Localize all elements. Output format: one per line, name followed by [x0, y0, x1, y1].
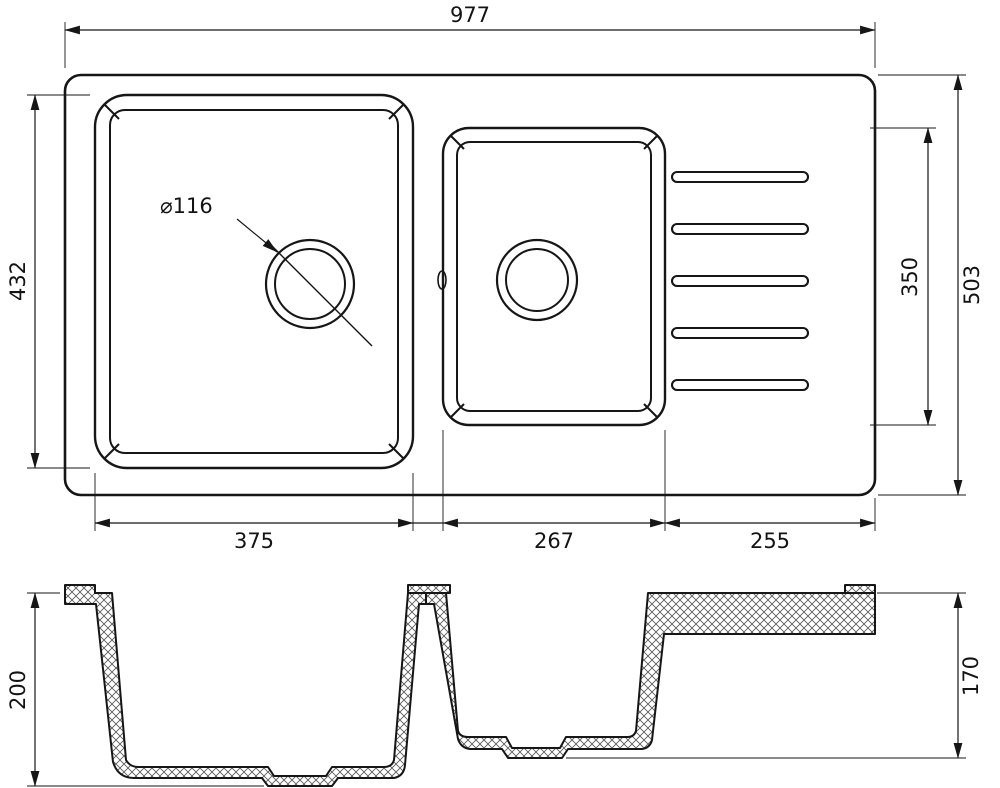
right-bowl	[441, 126, 667, 427]
dim-left-bowl-width: 375	[234, 529, 274, 553]
corner-tick	[643, 403, 658, 418]
corner-tick	[643, 135, 658, 150]
dim-right-bowl-width: 267	[534, 529, 574, 553]
dim-right-bowl-depth: 170	[959, 656, 983, 696]
overflow-hole	[437, 270, 447, 290]
corner-tick	[450, 403, 465, 418]
drainer-grooves	[670, 170, 810, 392]
dim-drainer-width: 255	[750, 529, 790, 553]
right-rim-lip	[844, 584, 876, 594]
drainer-groove	[670, 274, 810, 288]
drain-diameter-chord	[271, 245, 373, 347]
right-drain-outer-circle	[495, 238, 579, 322]
left-bowl-outer	[93, 93, 415, 470]
dim-left-bowl-height: 432	[6, 261, 30, 301]
dim-left-bowl-depth: 200	[6, 670, 30, 710]
left-drain-outer-circle	[264, 238, 356, 330]
right-drain-inner-circle	[505, 248, 569, 312]
left-drain-inner-circle	[274, 248, 346, 320]
drain-diameter-label: ⌀116	[160, 194, 213, 218]
corner-tick	[388, 443, 405, 460]
section-view	[64, 584, 876, 787]
drain-diameter-callout: ⌀116	[160, 194, 278, 253]
corner-tick	[388, 103, 405, 120]
drainer-groove	[670, 378, 810, 392]
section-dimensions: 200 170	[6, 592, 983, 787]
left-bowl-inner	[109, 109, 399, 454]
sink-outline	[63, 73, 877, 497]
dim-overall-depth: 503	[960, 265, 984, 305]
dim-right-bowl-height: 350	[898, 257, 922, 297]
corner-tick	[103, 443, 120, 460]
top-view: ⌀116	[63, 73, 877, 497]
leader-line	[236, 218, 278, 253]
right-bowl-outer	[441, 126, 667, 427]
section-right-bowl-and-drainer-wall	[425, 592, 876, 759]
drainer-groove	[670, 222, 810, 236]
top-view-dimensions: 977 432 503 350 375 267 255	[6, 3, 984, 553]
corner-tick	[450, 135, 465, 150]
dim-overall-width: 977	[450, 3, 490, 27]
corner-tick	[103, 103, 120, 120]
left-bowl	[93, 93, 415, 470]
divider-rim-lip	[407, 584, 451, 594]
right-bowl-inner	[456, 141, 652, 412]
section-left-bowl-wall	[64, 584, 427, 787]
drainer-groove	[670, 170, 810, 184]
drainer-groove	[670, 326, 810, 340]
